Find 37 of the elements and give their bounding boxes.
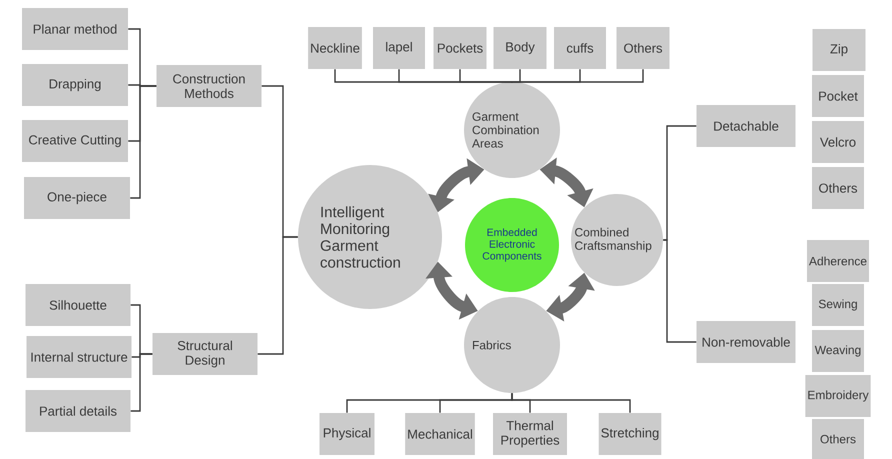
category-box: Others xyxy=(812,419,864,459)
category-box: Structural Design xyxy=(152,333,258,375)
category-box: Drapping xyxy=(22,64,128,106)
category-box: Non-removable xyxy=(696,321,796,363)
category-box: Velcro xyxy=(812,121,864,163)
category-box: Body xyxy=(494,27,546,69)
connector-line xyxy=(511,393,631,413)
connector-line xyxy=(663,239,696,343)
connector-line xyxy=(130,85,156,199)
category-box: Zip xyxy=(812,29,866,71)
category-box: Partial details xyxy=(26,390,130,432)
category-box: Others xyxy=(812,167,864,209)
category-box: Pocket xyxy=(812,75,864,117)
connector-line xyxy=(130,353,152,412)
category-box: Weaving xyxy=(812,330,864,372)
category-box: cuffs xyxy=(554,27,606,69)
category-box: One-piece xyxy=(24,177,130,219)
category-box: Construction Methods xyxy=(156,65,262,107)
category-box: lapel xyxy=(373,27,425,69)
category-box: Planar method xyxy=(22,8,128,50)
category-box: Others xyxy=(616,27,670,69)
category-box: Neckline xyxy=(308,27,362,69)
category-box: Embroidery xyxy=(805,375,871,417)
category-box: Adherence xyxy=(806,240,870,282)
category-box: Stretching xyxy=(598,413,662,455)
category-box: Silhouette xyxy=(26,284,130,326)
connector-line xyxy=(459,69,513,83)
connector-line xyxy=(258,236,298,355)
category-box: Creative Cutting xyxy=(22,120,128,162)
category-box: Detachable xyxy=(696,105,796,147)
category-box: Physical xyxy=(320,413,374,455)
category-box: Internal structure xyxy=(26,336,132,378)
category-box: Thermal Properties xyxy=(493,413,567,455)
connector-line xyxy=(511,69,644,83)
category-box: Pockets xyxy=(434,27,486,69)
category-box: Sewing xyxy=(812,284,864,326)
category-box: Mechanical xyxy=(405,413,475,455)
